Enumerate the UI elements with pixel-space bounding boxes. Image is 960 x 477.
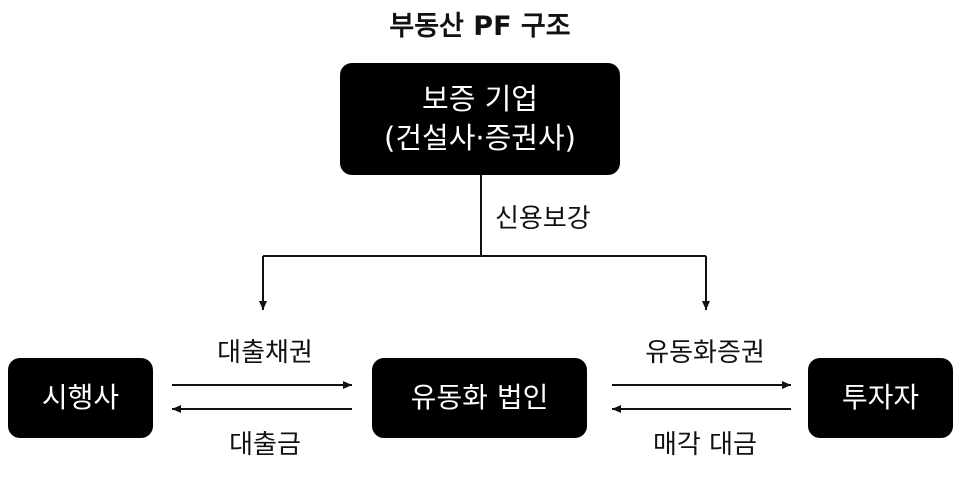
investor-node: 투자자: [808, 358, 953, 438]
guarantor-node: 보증 기업 (건설사·증권사): [340, 63, 620, 175]
sale-proceeds-label: 매각 대금: [653, 430, 757, 460]
spv-label: 유동화 법인: [410, 381, 549, 415]
developer-node: 시행사: [8, 358, 153, 438]
guarantor-sublabel: (건설사·증권사): [384, 121, 576, 155]
investor-label: 투자자: [841, 381, 920, 415]
diagram-title: 부동산 PF 구조: [389, 11, 571, 42]
developer-label: 시행사: [41, 381, 120, 415]
loan-payment-label: 대출금: [229, 430, 301, 460]
loan-bond-label: 대출채권: [217, 338, 313, 368]
guarantor-label: 보증 기업: [422, 81, 538, 116]
spv-node: 유동화 법인: [372, 358, 587, 438]
abs-label: 유동화증권: [645, 338, 765, 368]
credit-enhancement-label: 신용보강: [495, 204, 591, 234]
